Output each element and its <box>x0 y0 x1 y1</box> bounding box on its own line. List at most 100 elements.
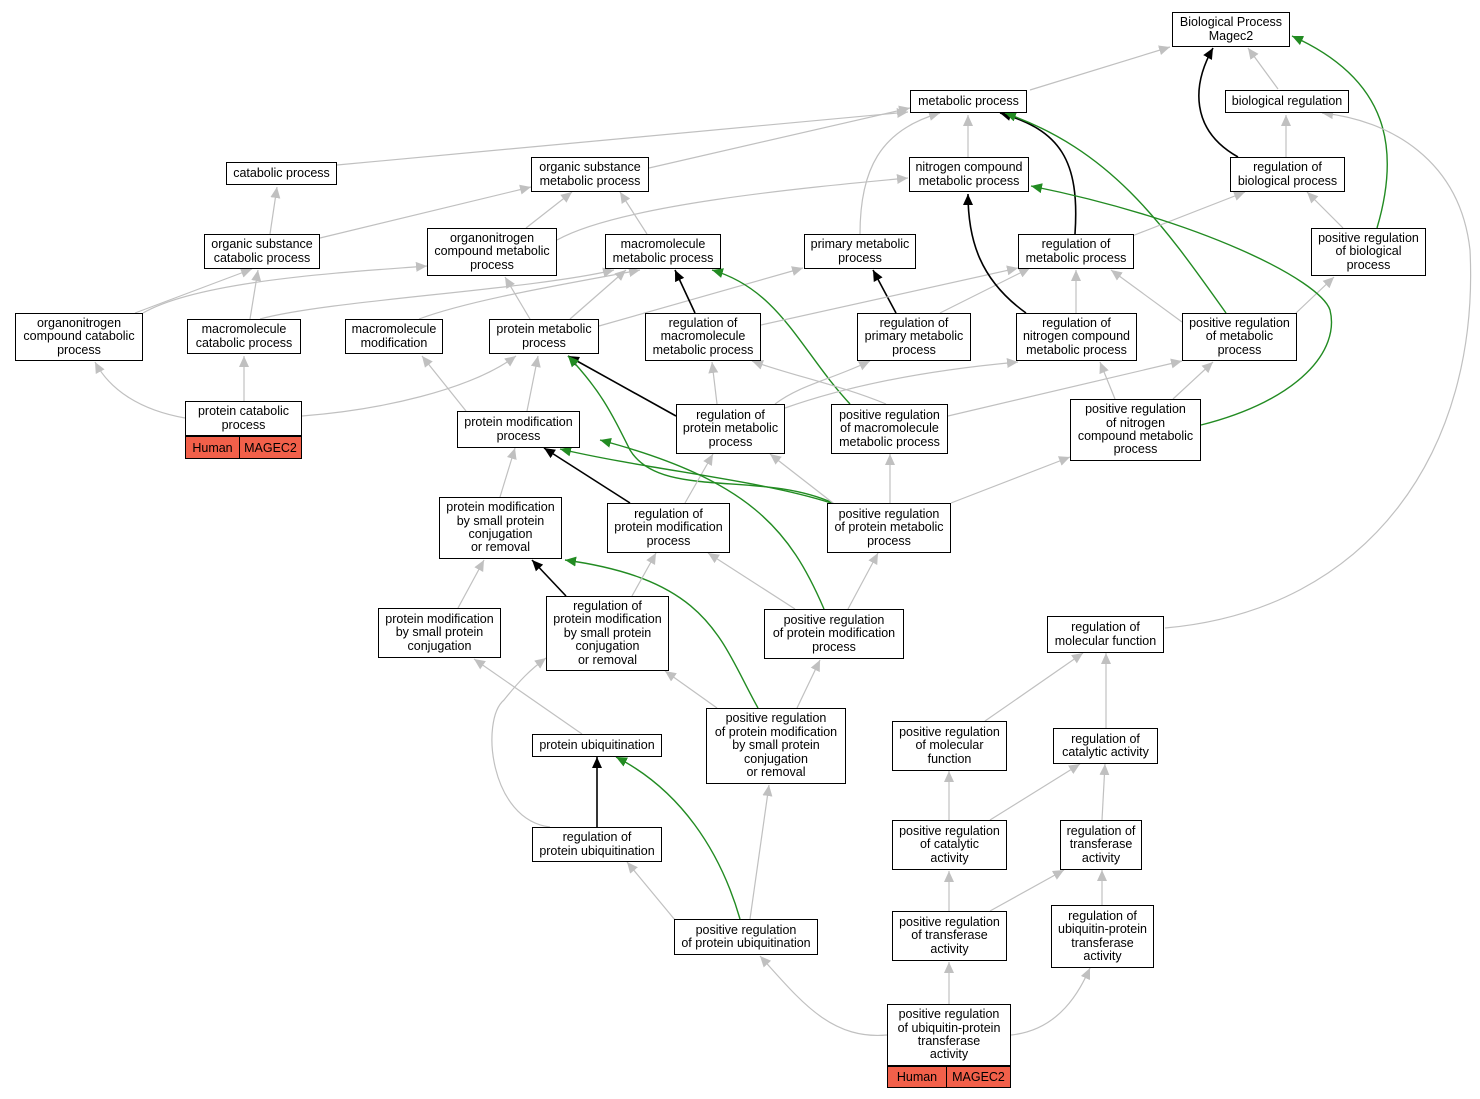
edge-is-a <box>684 453 714 504</box>
node-positive-regulation-of-protein-metabolic-process[interactable]: positive regulation of protein metabolic… <box>827 503 951 553</box>
edge-is-a <box>769 453 834 504</box>
node-regulation-of-primary-metabolic-process[interactable]: regulation of primary metabolic process <box>857 313 971 361</box>
edge-positively-regulates <box>564 556 759 709</box>
edge-is-a <box>619 191 648 235</box>
edge-is-a <box>504 276 531 320</box>
edge-is-a <box>939 267 1031 314</box>
edge-is-a <box>525 191 573 229</box>
edge-is-a <box>664 670 718 709</box>
edge-is-a <box>774 360 871 405</box>
node-positive-regulation-of-catalytic-activity[interactable]: positive regulation of catalytic activit… <box>892 820 1007 870</box>
edge-is-a <box>989 869 1065 912</box>
edge-is-a <box>269 186 281 235</box>
node-regulation-of-protein-metabolic-process[interactable]: regulation of protein metabolic process <box>676 404 785 454</box>
edge-is-a <box>984 652 1084 722</box>
edge-is-a <box>556 174 909 241</box>
edge-positively-regulates <box>1291 35 1389 229</box>
node-protein-modification-process[interactable]: protein modification process <box>457 411 580 448</box>
edge-is-a <box>301 355 517 417</box>
edge-is-a <box>626 861 676 921</box>
edge-regulates <box>999 111 1077 235</box>
node-nitrogen-compound-metabolic-process[interactable]: nitrogen compound metabolic process <box>909 157 1029 192</box>
edge-is-a <box>950 456 1071 504</box>
node-macromolecule-catabolic-process[interactable]: macromolecule catabolic process <box>187 319 301 354</box>
node-protein-ubiquitination[interactable]: protein ubiquitination <box>532 734 662 757</box>
edge-is-a <box>421 355 467 412</box>
node-biological-process-root[interactable]: Biological Process Magec2 <box>1172 12 1290 47</box>
edge-is-a <box>259 267 615 320</box>
edge-is-a <box>1131 191 1246 237</box>
node-regulation-of-protein-ubiquitination[interactable]: regulation of protein ubiquitination <box>532 827 662 862</box>
node-regulation-of-protein-modification-process[interactable]: regulation of protein modification proce… <box>607 503 730 553</box>
edge-regulates <box>1198 47 1239 158</box>
node-biological-regulation[interactable]: biological regulation <box>1225 90 1349 113</box>
edge-is-a <box>631 552 657 597</box>
node-regulation-of-macromolecule-metabolic-process[interactable]: regulation of macromolecule metabolic pr… <box>645 313 761 361</box>
edge-is-a <box>134 268 253 314</box>
edge-is-a <box>847 552 879 610</box>
node-organonitrogen-compound-metabolic-process[interactable]: organonitrogen compound metabolic proces… <box>427 228 557 276</box>
edge-is-a <box>418 267 641 320</box>
edge-is-a <box>708 361 719 405</box>
node-regulation-of-biological-process[interactable]: regulation of biological process <box>1230 157 1345 192</box>
node-regulation-of-nitrogen-compound-metabolic-process[interactable]: regulation of nitrogen compound metaboli… <box>1016 313 1137 361</box>
edge-is-a <box>1164 109 1472 629</box>
node-positive-regulation-of-metabolic-process[interactable]: positive regulation of metabolic process <box>1182 313 1297 361</box>
edge-is-a <box>784 358 1019 409</box>
edge-is-a <box>989 763 1081 821</box>
species-tag: Human <box>887 1066 947 1088</box>
node-positive-regulation-of-protein-ubiquitination[interactable]: positive regulation of protein ubiquitin… <box>674 919 818 955</box>
node-protein-modification-by-small-protein-conjugation[interactable]: protein modification by small protein co… <box>378 608 501 658</box>
node-positive-regulation-of-ubiquitin-protein-transferase-activity[interactable]: positive regulation of ubiquitin-protein… <box>887 1004 1011 1066</box>
node-positive-regulation-of-biological-process[interactable]: positive regulation of biological proces… <box>1311 228 1426 276</box>
gene-tag: MAGEC2 <box>946 1066 1011 1088</box>
edge-is-a <box>94 361 186 419</box>
node-organonitrogen-compound-catabolic-process[interactable]: organonitrogen compound catabolic proces… <box>15 313 143 361</box>
node-macromolecule-metabolic-process[interactable]: macromolecule metabolic process <box>605 234 721 269</box>
edge-regulates <box>567 355 677 417</box>
edge-is-a <box>499 447 517 498</box>
edge-positively-regulates <box>711 268 851 405</box>
edge-is-a <box>491 657 551 828</box>
node-regulation-of-ubiquitin-protein-transferase-activity[interactable]: regulation of ubiquitin-protein transfer… <box>1051 905 1154 968</box>
edge-is-a <box>751 360 887 405</box>
node-organic-substance-catabolic-process[interactable]: organic substance catabolic process <box>204 234 320 269</box>
edge-is-a <box>1306 191 1344 229</box>
node-regulation-of-transferase-activity[interactable]: regulation of transferase activity <box>1060 820 1142 870</box>
edge-regulates <box>674 269 696 314</box>
node-positive-regulation-of-transferase-activity[interactable]: positive regulation of transferase activ… <box>892 911 1007 961</box>
edge-is-a <box>569 269 627 320</box>
species-tag: Human <box>185 436 240 459</box>
edge-is-a <box>707 552 796 610</box>
gene-tag: MAGEC2 <box>239 436 302 459</box>
node-metabolic-process[interactable]: metabolic process <box>910 90 1027 113</box>
node-regulation-of-protein-modification-by-small-protein-conjugation-or-removal[interactable]: regulation of protein modification by sm… <box>546 596 669 671</box>
edge-is-a <box>526 355 541 412</box>
node-regulation-of-catalytic-activity[interactable]: regulation of catalytic activity <box>1053 728 1158 764</box>
node-organic-substance-metabolic-process[interactable]: organic substance metabolic process <box>531 157 649 192</box>
node-protein-catabolic-process[interactable]: protein catabolic process <box>185 401 302 436</box>
node-positive-regulation-of-protein-modification-process[interactable]: positive regulation of protein modificat… <box>764 609 904 659</box>
node-protein-metabolic-process[interactable]: protein metabolic process <box>489 319 599 354</box>
edge-is-a <box>648 105 911 169</box>
edge-is-a <box>598 266 804 327</box>
node-primary-metabolic-process[interactable]: primary metabolic process <box>804 234 916 269</box>
edge-regulates <box>531 559 567 597</box>
node-positive-regulation-of-protein-modification-by-small-protein-conjugation-or-removal[interactable]: positive regulation of protein modificat… <box>706 708 846 784</box>
node-regulation-of-metabolic-process[interactable]: regulation of metabolic process <box>1018 234 1134 269</box>
edge-is-a <box>142 261 428 314</box>
edge-positively-regulates <box>599 438 825 610</box>
edge-is-a <box>1295 276 1335 314</box>
edge-is-a <box>1099 361 1116 400</box>
node-positive-regulation-of-molecular-function[interactable]: positive regulation of molecular functio… <box>892 721 1007 771</box>
node-macromolecule-modification[interactable]: macromolecule modification <box>345 319 443 354</box>
edge-is-a <box>457 559 485 609</box>
node-catabolic-process[interactable]: catabolic process <box>226 162 337 185</box>
edge-is-a <box>1010 967 1091 1036</box>
edge-positively-regulates <box>1004 111 1227 314</box>
edge-positively-regulates <box>1030 183 1333 426</box>
node-regulation-of-molecular-function[interactable]: regulation of molecular function <box>1047 616 1164 653</box>
node-positive-regulation-of-macromolecule-metabolic-process[interactable]: positive regulation of macromolecule met… <box>831 404 948 454</box>
node-protein-modification-by-small-protein-conjugation-or-removal[interactable]: protein modification by small protein co… <box>439 497 562 559</box>
node-positive-regulation-of-nitrogen-compound-metabolic-process[interactable]: positive regulation of nitrogen compound… <box>1070 399 1201 461</box>
